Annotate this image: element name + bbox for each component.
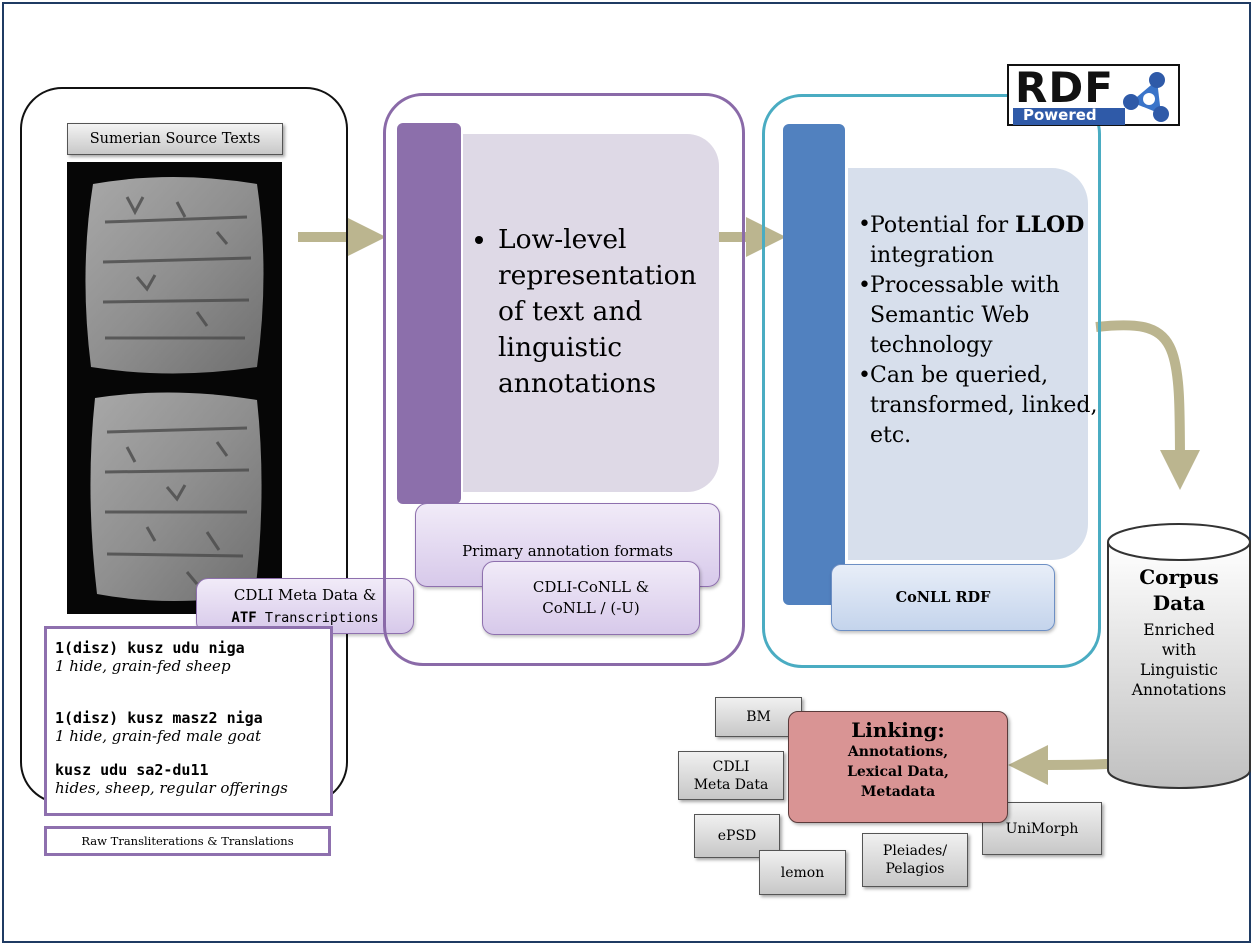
raw-translit-label: Raw Transliterations & Translations xyxy=(44,826,331,856)
rdf-logo-sub: Powered xyxy=(1023,106,1097,124)
primary-accent-bar xyxy=(397,123,461,504)
linking-items: Annotations,Lexical Data,Metadata xyxy=(847,744,949,800)
atf-line: kusz udu sa2-du11 xyxy=(55,761,209,779)
rdf-logo-text: RDF xyxy=(1015,63,1114,112)
rdf-accent-bar xyxy=(783,124,845,605)
transcriptions-label: Transcriptions xyxy=(256,609,379,626)
rdf-logo-band xyxy=(1013,108,1125,125)
primary-text-card xyxy=(463,134,719,492)
cdli-meta-atf-pill: CDLI Meta Data & ATF Transcriptions xyxy=(196,578,414,634)
rdf-bullet-3: Can be queried, transformed, linked, etc… xyxy=(858,361,1098,451)
rdf-bullet-1: Potential for LLOD integration xyxy=(858,210,1098,271)
cdli-conll-pill: CDLI-CoNLL & CoNLL / (-U) xyxy=(482,561,700,635)
cdli-meta-line: CDLI Meta Data & xyxy=(233,585,377,604)
translit-entry-2: 1(disz) kusz masz2 niga 1 hide, grain-fe… xyxy=(55,709,263,745)
primary-bullet-list: Low-level representation of text and lin… xyxy=(474,222,714,402)
translation-line: hides, sheep, regular offerings xyxy=(55,779,288,797)
conll-rdf-pill: CoNLL RDF xyxy=(831,564,1055,631)
transliterations-box: 1(disz) kusz udu niga 1 hide, grain-fed … xyxy=(44,626,333,816)
linking-box: Linking: Annotations,Lexical Data,Metada… xyxy=(788,711,1008,823)
translation-line: 1 hide, grain-fed sheep xyxy=(55,657,231,675)
resource-bm: BM xyxy=(715,697,802,737)
arrow-rdf-to-corpus xyxy=(1095,320,1200,490)
translit-entry-3: kusz udu sa2-du11 hides, sheep, regular … xyxy=(55,761,288,797)
llod-term: LLOD xyxy=(1015,212,1085,238)
atf-line: 1(disz) kusz udu niga xyxy=(55,639,245,657)
rdf-powered-logo: RDF Powered xyxy=(1007,64,1180,126)
resource-lemon: lemon xyxy=(759,850,846,895)
conll-line-2: CoNLL / (-U) xyxy=(542,599,640,617)
resource-pleiades: Pleiades/Pelagios xyxy=(862,833,968,887)
translit-entry-1: 1(disz) kusz udu niga 1 hide, grain-fed … xyxy=(55,639,245,675)
atf-line: 1(disz) kusz masz2 niga xyxy=(55,709,263,727)
primary-bullet: Low-level representation of text and lin… xyxy=(498,222,714,402)
atf-label: ATF xyxy=(231,609,257,626)
cuneiform-tablet-image xyxy=(67,162,282,614)
rdf-graph-icon xyxy=(1123,72,1169,122)
rdf-container xyxy=(762,94,1101,668)
rdf-bullet-2: Processable with Semantic Web technology xyxy=(858,271,1098,361)
conll-line-1: CDLI-CoNLL & xyxy=(532,578,650,596)
rdf-bullet-list: Potential for LLOD integration Processab… xyxy=(858,210,1098,451)
primary-annotation-container xyxy=(383,93,745,666)
linking-title: Linking: xyxy=(851,718,945,742)
translation-line: 1 hide, grain-fed male goat xyxy=(55,727,262,745)
source-texts-label: Sumerian Source Texts xyxy=(67,123,283,155)
